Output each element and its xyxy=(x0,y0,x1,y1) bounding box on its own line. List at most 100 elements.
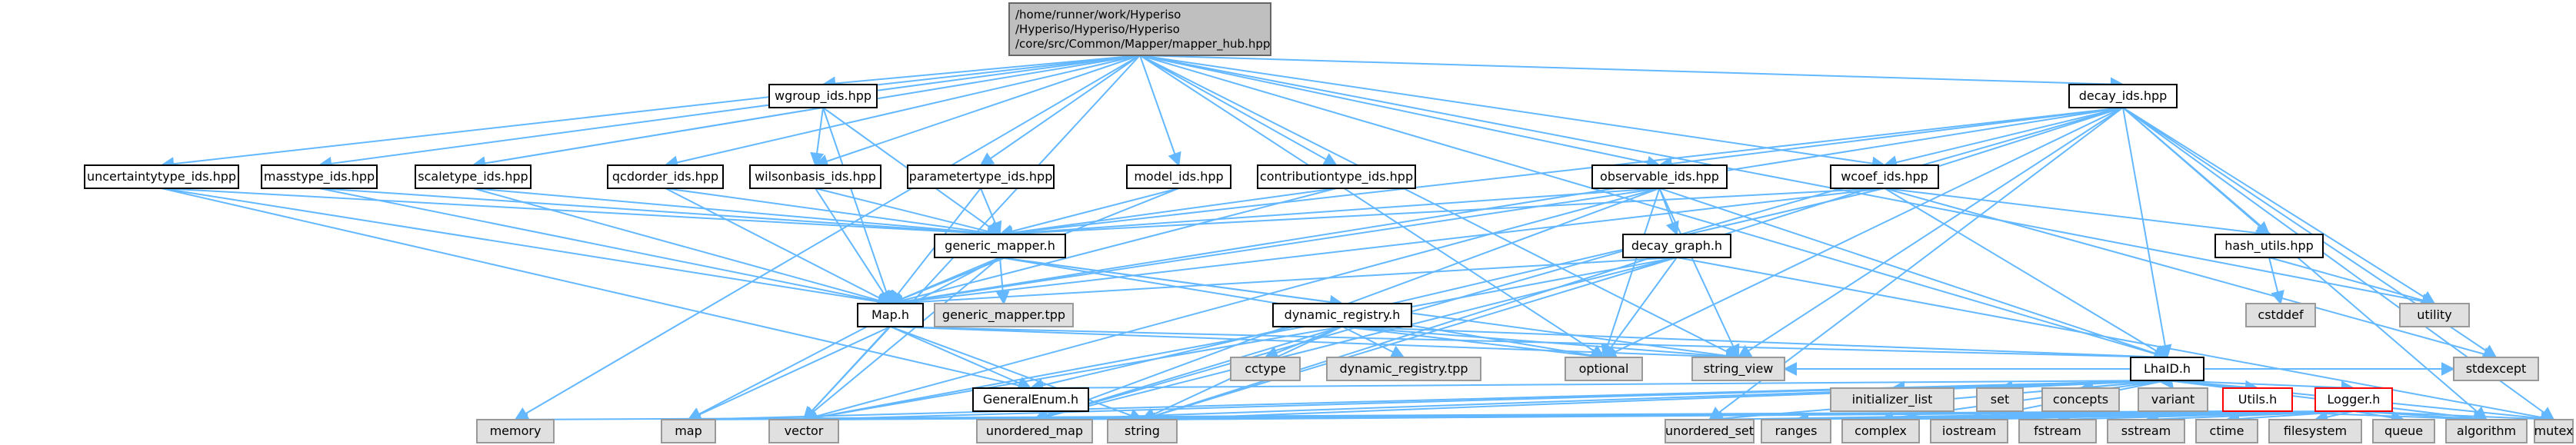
edge-observable_ids-to-Map xyxy=(888,188,1660,309)
dependency-edge xyxy=(1029,380,2168,395)
dependency-edge xyxy=(1139,55,1605,358)
dependency-edge xyxy=(998,107,2124,241)
node-hash-utils[interactable]: hash_utils.hpp xyxy=(2214,234,2324,258)
node-box xyxy=(2268,419,2362,443)
edge-mapper_hub-to-utility xyxy=(1139,55,2436,308)
edge-LhaID-to-variant xyxy=(2160,374,2174,390)
node-wgroup-ids[interactable]: wgroup_ids.hpp xyxy=(768,84,878,108)
node-LhaID[interactable]: LhaID.h xyxy=(2130,357,2204,381)
edge-wcoef_ids-to-LhaID xyxy=(1884,188,2169,358)
node-box xyxy=(415,164,532,189)
node-complex: complex xyxy=(1841,419,1920,443)
edge-wcoef_ids-to-Map xyxy=(888,188,1885,310)
edge-LhaID-to-unordered_map xyxy=(1033,380,2168,427)
node-dynamic-registry[interactable]: dynamic_registry.h xyxy=(1272,303,1412,327)
edge-generic_mapper-to-map xyxy=(687,257,1001,420)
dependency-edge xyxy=(2225,410,2354,426)
node-box xyxy=(476,419,555,443)
node-Map[interactable]: Map.h xyxy=(857,303,924,327)
edge-mapper_hub-to-wgroup_ids xyxy=(821,55,1141,91)
dependency-edge xyxy=(815,188,891,305)
edge-wgroup_ids-to-Map xyxy=(822,107,893,305)
node-box xyxy=(1622,234,1731,258)
node-set: set xyxy=(1976,387,2024,412)
node-scaletype-ids[interactable]: scaletype_ids.hpp xyxy=(415,164,532,189)
dependency-edge xyxy=(1658,107,2124,171)
node-GeneralEnum[interactable]: GeneralEnum.h xyxy=(972,387,1089,412)
node-label: vector xyxy=(785,423,824,438)
node-box xyxy=(1665,419,1755,443)
dependency-edge xyxy=(2353,410,2405,425)
edge-decay_ids-to-Map xyxy=(888,107,2124,309)
node-generic-mapper[interactable]: generic_mapper.h xyxy=(934,234,1066,258)
node-mapper-hub: /home/runner/work/Hyperiso/Hyperiso/Hype… xyxy=(1008,2,1271,56)
edge-generic_mapper-to-Map xyxy=(888,257,1001,306)
node-stdexcept: stdexcept xyxy=(2453,357,2539,381)
node-uncertaintytype-ids[interactable]: uncertaintytype_ids.hpp xyxy=(84,164,239,189)
node-cctype: cctype xyxy=(1230,357,1301,381)
node-decay-graph[interactable]: decay_graph.h xyxy=(1622,234,1731,258)
edge-mapper_hub-to-qcdorder_ids xyxy=(664,55,1141,170)
dependency-edge xyxy=(1029,188,1885,393)
edge-wilsonbasis_ids-to-generic_mapper xyxy=(815,188,1001,238)
dependency-edge xyxy=(2122,107,2436,304)
dependency-edge xyxy=(1883,107,2124,169)
dependency-edge xyxy=(1139,55,1661,170)
dependency-edge xyxy=(979,55,1141,167)
node-Utils[interactable]: Utils.h xyxy=(2222,387,2293,412)
node-label: map xyxy=(675,423,702,438)
dependency-edge xyxy=(2268,257,2284,305)
edge-dynamic_registry-to-vector xyxy=(802,326,1343,425)
edge-mapper_hub-to-wcoef_ids xyxy=(1139,55,1886,171)
edge-decay_graph-to-Map xyxy=(888,257,1678,311)
edge-decay_ids-to-string xyxy=(1141,107,2124,423)
node-box xyxy=(934,234,1066,258)
node-label: concepts xyxy=(2053,392,2108,407)
node-label: observable_ids.hpp xyxy=(1600,169,1719,184)
dependency-edge xyxy=(1139,55,2124,91)
node-box xyxy=(2399,303,2470,327)
dependency-edge xyxy=(1602,257,1678,359)
edge-decay_graph-to-optional xyxy=(1602,257,1678,359)
node-label: dynamic_registry.tpp xyxy=(1339,361,1468,377)
dependency-edge xyxy=(472,107,824,171)
node-label: queue xyxy=(2384,423,2423,438)
dependency-edge xyxy=(1141,107,2124,423)
node-Logger[interactable]: Logger.h xyxy=(2314,387,2393,412)
node-observable-ids[interactable]: observable_ids.hpp xyxy=(1591,164,1728,189)
node-label: Map.h xyxy=(871,307,909,322)
edge-LhaID-to-vector xyxy=(802,380,2168,427)
node-box xyxy=(1008,2,1271,56)
node-fstream: fstream xyxy=(2018,419,2097,443)
node-model-ids[interactable]: model_ids.hpp xyxy=(1126,164,1231,189)
node-label: optional xyxy=(1579,361,1629,376)
node-box xyxy=(2534,419,2574,443)
node-box xyxy=(1976,387,2024,412)
node-box xyxy=(768,84,878,108)
node-label: Logger.h xyxy=(2328,392,2381,407)
edge-Map-to-vector xyxy=(802,326,891,421)
dependency-edge xyxy=(998,188,1179,238)
edge-wcoef_ids-to-hash_utils xyxy=(1884,188,2271,241)
edge-masstype_ids-to-generic_mapper xyxy=(318,188,1001,241)
edge-hash_utils-to-utility xyxy=(2268,257,2436,307)
node-qcdorder-ids[interactable]: qcdorder_ids.hpp xyxy=(607,164,724,189)
dependency-edge xyxy=(822,107,893,305)
node-masstype-ids[interactable]: masstype_ids.hpp xyxy=(261,164,378,189)
edge-mapper_hub-to-optional xyxy=(1139,55,1605,358)
dependency-edge xyxy=(995,257,1010,305)
edge-Map-to-GeneralEnum xyxy=(890,326,1032,390)
node-label: complex xyxy=(1855,423,1907,438)
dependency-edge xyxy=(1676,257,2555,424)
node-label: generic_mapper.tpp xyxy=(942,307,1065,323)
node-box xyxy=(972,387,1089,412)
edge-Logger-to-unordered_set xyxy=(1708,410,2354,427)
node-wilsonbasis-ids[interactable]: wilsonbasis_ids.hpp xyxy=(749,164,881,189)
edge-wcoef_ids-to-GeneralEnum xyxy=(1029,188,1885,393)
node-parametertype-ids[interactable]: parametertype_ids.hpp xyxy=(907,164,1055,189)
edge-model_ids-to-generic_mapper xyxy=(998,188,1179,238)
node-decay-ids[interactable]: decay_ids.hpp xyxy=(2068,84,2178,108)
dependency-edge xyxy=(888,188,1337,307)
node-contributiontype-ids[interactable]: contributiontype_ids.hpp xyxy=(1257,164,1416,189)
node-wcoef-ids[interactable]: wcoef_ids.hpp xyxy=(1830,164,1939,189)
